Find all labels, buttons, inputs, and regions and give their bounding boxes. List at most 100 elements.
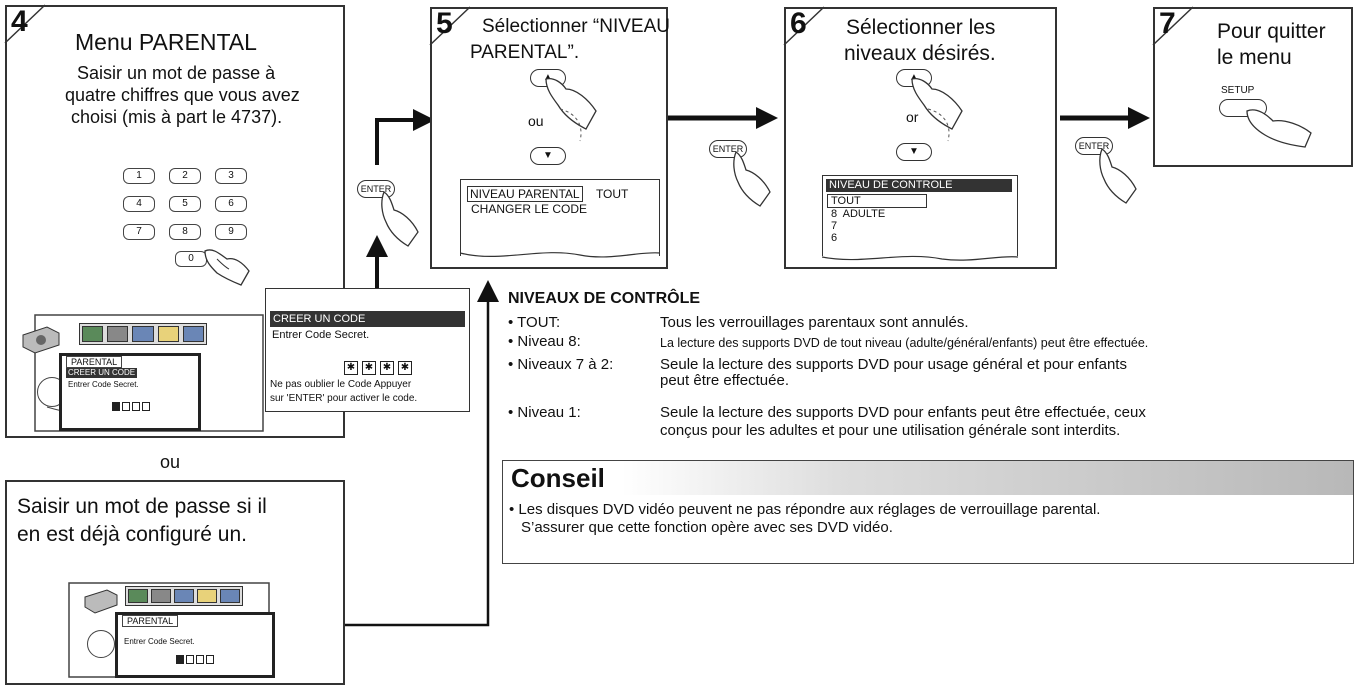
step-corner-icon xyxy=(4,4,46,44)
step4-line1: Saisir un mot de passe à xyxy=(77,63,276,83)
keypad-key-9[interactable]: 9 xyxy=(215,224,247,240)
step4-line3: choisi (mis à part le 4737). xyxy=(71,107,283,127)
step6-line2: niveaux désirés. xyxy=(844,42,996,65)
step5-panel: 5 Sélectionner “NIVEAU PARENTAL”. ▲ ou ▼… xyxy=(429,6,670,269)
level-key: • Niveau 8: xyxy=(508,333,581,350)
level-key: • TOUT: xyxy=(508,314,561,331)
step5-line1: Sélectionner “NIVEAU xyxy=(482,16,670,37)
pressing-hand-icon xyxy=(381,191,419,247)
setup-label: SETUP xyxy=(1221,85,1255,96)
alt-line1: Saisir un mot de passe si il xyxy=(17,495,267,518)
step6-line1: Sélectionner les xyxy=(846,16,996,39)
keypad-key-3[interactable]: 3 xyxy=(215,168,247,184)
step-number: 4 xyxy=(11,5,28,38)
code-boxes xyxy=(112,402,150,411)
keypad-key-7[interactable]: 7 xyxy=(123,224,155,240)
pressing-hand-icon xyxy=(1246,109,1312,148)
step-corner-icon xyxy=(1152,6,1194,46)
step7-line2: le menu xyxy=(1217,46,1292,69)
code-boxes xyxy=(176,655,214,664)
screen-icon[interactable] xyxy=(151,589,171,603)
tip-line2: S’assurer que cette fonction opère avec … xyxy=(521,519,893,536)
dvd-player-icon-2 xyxy=(84,589,118,614)
keypad-key-8[interactable]: 8 xyxy=(169,224,201,240)
menu-item-6[interactable]: 6 xyxy=(831,232,838,244)
level-key: • Niveau 1: xyxy=(508,404,581,421)
or-separator: ou xyxy=(160,452,181,472)
menu-item-parental-level[interactable]: NIVEAU PARENTAL xyxy=(467,186,583,202)
keypad-key-2[interactable]: 2 xyxy=(169,168,201,184)
tip-header-bar xyxy=(503,461,1353,495)
dvd-player-icon xyxy=(22,326,60,354)
globe-icon[interactable] xyxy=(82,326,104,342)
lock-icon[interactable] xyxy=(157,326,179,342)
settings-icon[interactable] xyxy=(182,326,205,342)
pressing-hand-icon xyxy=(545,77,597,130)
levels-heading: NIVEAUX DE CONTRÔLE xyxy=(508,290,701,307)
tv-menu-highlight: CREER UN CODE xyxy=(66,368,138,378)
lock-icon[interactable] xyxy=(197,589,217,603)
dialog-warning-2: sur 'ENTER' pour activer le code. xyxy=(270,393,418,404)
pressing-hand-icon xyxy=(911,77,963,130)
down-button[interactable]: ▼ xyxy=(896,143,932,161)
dialog-title: CREER UN CODE xyxy=(270,311,465,327)
audio-icon[interactable] xyxy=(132,326,154,342)
or-word: or xyxy=(906,109,919,125)
step-number: 5 xyxy=(436,7,453,40)
level-desc: Seule la lecture des supports DVD pour e… xyxy=(660,404,1146,421)
step7-line1: Pour quitter xyxy=(1217,20,1326,43)
level-desc: Seule la lecture des supports DVD pour u… xyxy=(660,356,1127,373)
menu-icon-strip xyxy=(79,323,207,345)
level-desc-2: conçus pour les adultes et pour une util… xyxy=(660,422,1121,439)
screen-wave-edge xyxy=(822,255,1018,261)
step7-panel: 7 Pour quitter le menu SETUP xyxy=(1152,6,1353,167)
screen-icon[interactable] xyxy=(107,326,129,342)
menu-header: NIVEAU DE CONTROLE xyxy=(826,179,1012,192)
menu-item-change-code[interactable]: CHANGER LE CODE xyxy=(471,202,588,216)
dialog-warning-1: Ne pas oublier le Code Appuyer xyxy=(270,379,412,390)
tip-box: Conseil • Les disques DVD vidéo peuvent … xyxy=(502,460,1354,564)
screen-wave-edge xyxy=(460,252,660,258)
keypad-key-4[interactable]: 4 xyxy=(123,196,155,212)
keypad-key-1[interactable]: 1 xyxy=(123,168,155,184)
step5-menu-screen: NIVEAU PARENTAL TOUT CHANGER LE CODE xyxy=(460,179,660,256)
down-button[interactable]: ▼ xyxy=(530,147,566,165)
keypad-key-6[interactable]: 6 xyxy=(215,196,247,212)
tv-menu-frame-2: PARENTAL Entrer Code Secret. xyxy=(115,612,275,678)
step-number: 6 xyxy=(790,7,807,40)
pressing-hand-icon xyxy=(733,151,771,207)
level-desc: Tous les verrouillages parentaux sont an… xyxy=(660,314,969,331)
code-dialog-zoom: CREER UN CODE Entrer Code Secret. ✱ ✱ ✱ … xyxy=(265,288,470,412)
step-number: 7 xyxy=(1159,7,1176,40)
settings-icon[interactable] xyxy=(220,589,240,603)
menu-item-7[interactable]: 7 xyxy=(831,220,838,232)
menu-item-selected[interactable]: TOUT xyxy=(827,194,927,208)
tv-menu-tab: PARENTAL xyxy=(122,615,179,627)
tip-title: Conseil xyxy=(511,463,605,493)
tv-menu-line: Entrer Code Secret. xyxy=(124,637,195,646)
remote-dpad-icon-2 xyxy=(87,630,115,658)
level-desc-2: peut être effectuée. xyxy=(660,372,789,389)
globe-icon[interactable] xyxy=(128,589,148,603)
step6-menu-screen: NIVEAU DE CONTROLE TOUT 8 ADULTE 7 6 xyxy=(822,175,1018,256)
tip-line1: • Les disques DVD vidéo peuvent ne pas r… xyxy=(509,501,1101,518)
hand-motion-dashes xyxy=(927,108,950,142)
tv-menu-line: Entrer Code Secret. xyxy=(68,380,139,389)
audio-icon[interactable] xyxy=(174,589,194,603)
pressing-hand-icon xyxy=(204,249,250,286)
step4-title: Menu PARENTAL xyxy=(75,29,257,55)
tv-menu-tab: PARENTAL xyxy=(66,356,123,368)
pressing-hand-icon xyxy=(1099,148,1137,204)
level-desc: La lecture des supports DVD de tout nive… xyxy=(660,336,1149,350)
code-entry-boxes[interactable]: ✱ ✱ ✱ ✱ xyxy=(344,361,412,375)
keypad-key-5[interactable]: 5 xyxy=(169,196,201,212)
alt-panel: Saisir un mot de passe si il en est déjà… xyxy=(5,480,345,685)
menu-value-tout: TOUT xyxy=(595,187,629,201)
level-key: • Niveaux 7 à 2: xyxy=(508,356,614,373)
menu-icon-strip-2 xyxy=(125,586,243,606)
keypad-key-0[interactable]: 0 xyxy=(175,251,207,267)
menu-item-8[interactable]: 8 ADULTE xyxy=(831,208,886,220)
step-corner-icon xyxy=(783,6,825,46)
or-word: ou xyxy=(528,113,544,129)
hand-motion-dashes xyxy=(559,108,582,142)
